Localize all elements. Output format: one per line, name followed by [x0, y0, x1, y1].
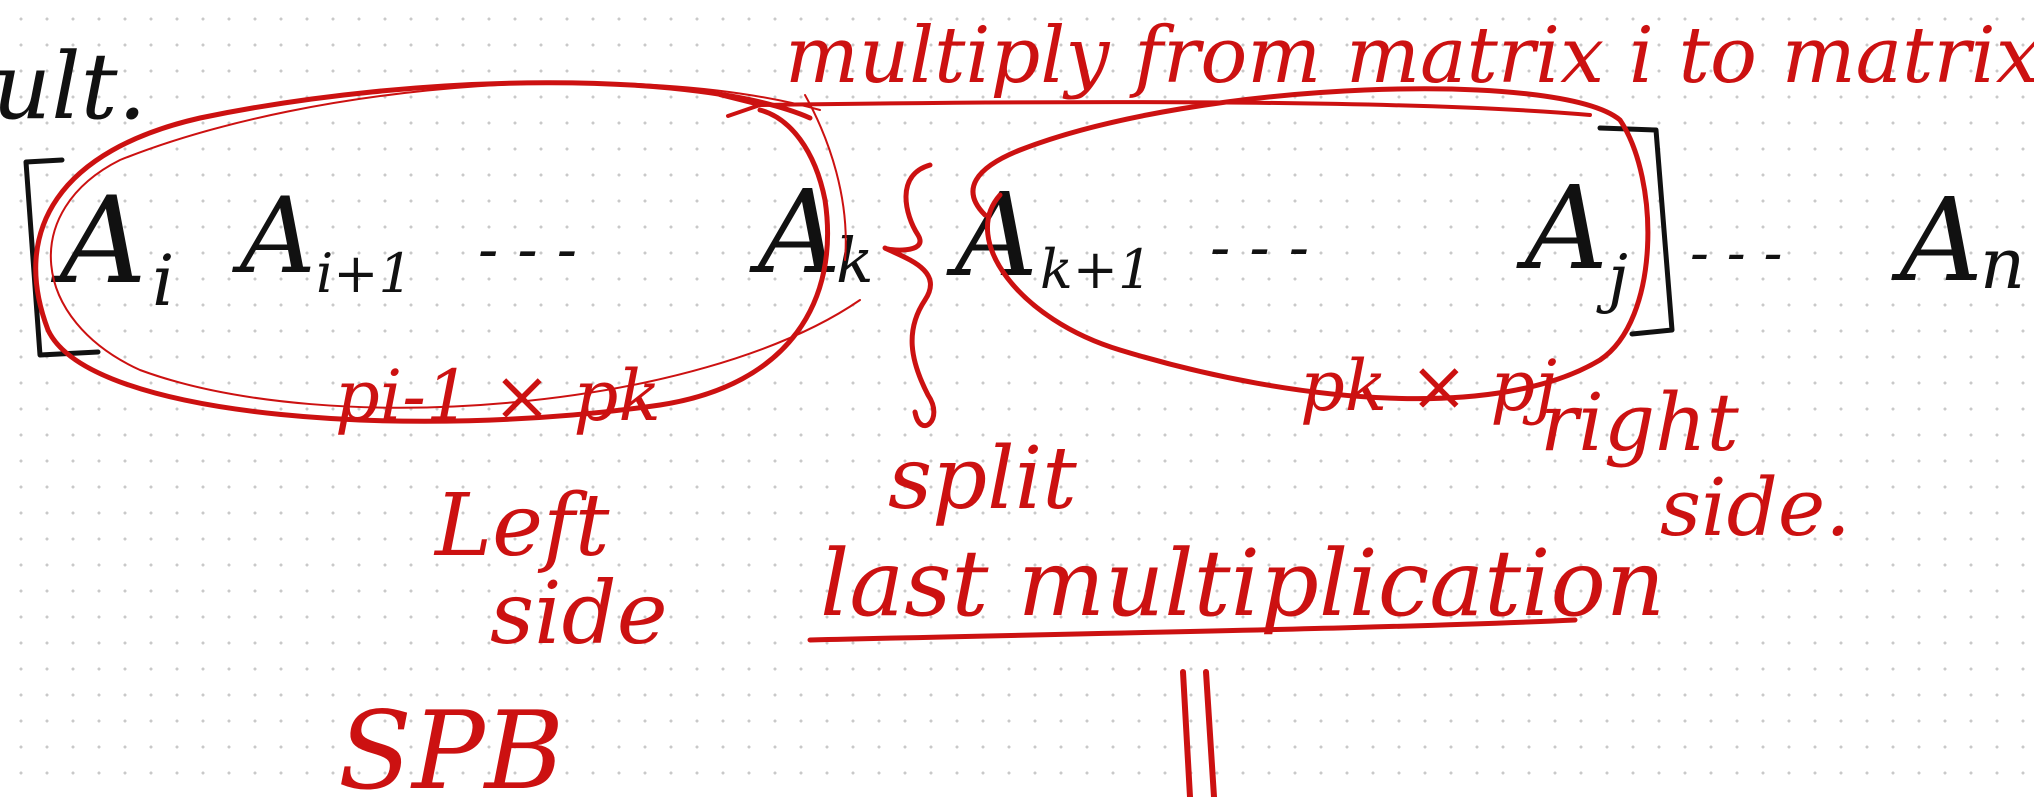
matrix-a-i1: A [232, 175, 316, 297]
top-left-fragment: ult. [0, 33, 147, 140]
left-side-label-1: Left [433, 476, 610, 576]
split-label: split [888, 429, 1077, 529]
matrix-a-k1: A [946, 169, 1038, 303]
matrix-a-k-sub: k [836, 224, 874, 297]
dots-2: - - - [1210, 213, 1309, 283]
left-side-label-2: side [490, 564, 668, 664]
split-brace [882, 162, 937, 428]
matrix-a-k1-sub: k+1 [1040, 238, 1152, 301]
matrix-chain: A i A i+1 - - - A k A k+1 - - - A j - - … [50, 162, 2025, 322]
matrix-a-n: A [1891, 174, 1983, 308]
heading-multiply: multiply from matrix i to matrix j [785, 11, 2034, 101]
right-side-label-2: side. [1660, 461, 1851, 554]
matrix-a-i1-sub: i+1 [316, 242, 413, 305]
left-dims-label: pi-1 × pk [335, 355, 661, 437]
right-side-label-1: right [1540, 376, 1740, 469]
matrix-a-n-sub: n [1980, 223, 2025, 305]
matrix-a-j: A [1516, 162, 1608, 296]
right-dims-label: pk × pj [1300, 345, 1557, 427]
spb-label: SPB [338, 689, 564, 797]
double-bar [1180, 669, 1217, 797]
right-side-loop [970, 86, 1651, 402]
last-multiplication-label: last multiplication [820, 530, 1665, 637]
dots-3: - - - [1690, 221, 1782, 286]
matrix-a-i: A [50, 172, 147, 311]
dots-1: - - - [478, 215, 577, 285]
matrix-a-i-sub: i [152, 240, 174, 322]
last-mult-underline [807, 617, 1578, 643]
left-side-loop [33, 80, 861, 424]
connector-arrow [718, 93, 1592, 118]
